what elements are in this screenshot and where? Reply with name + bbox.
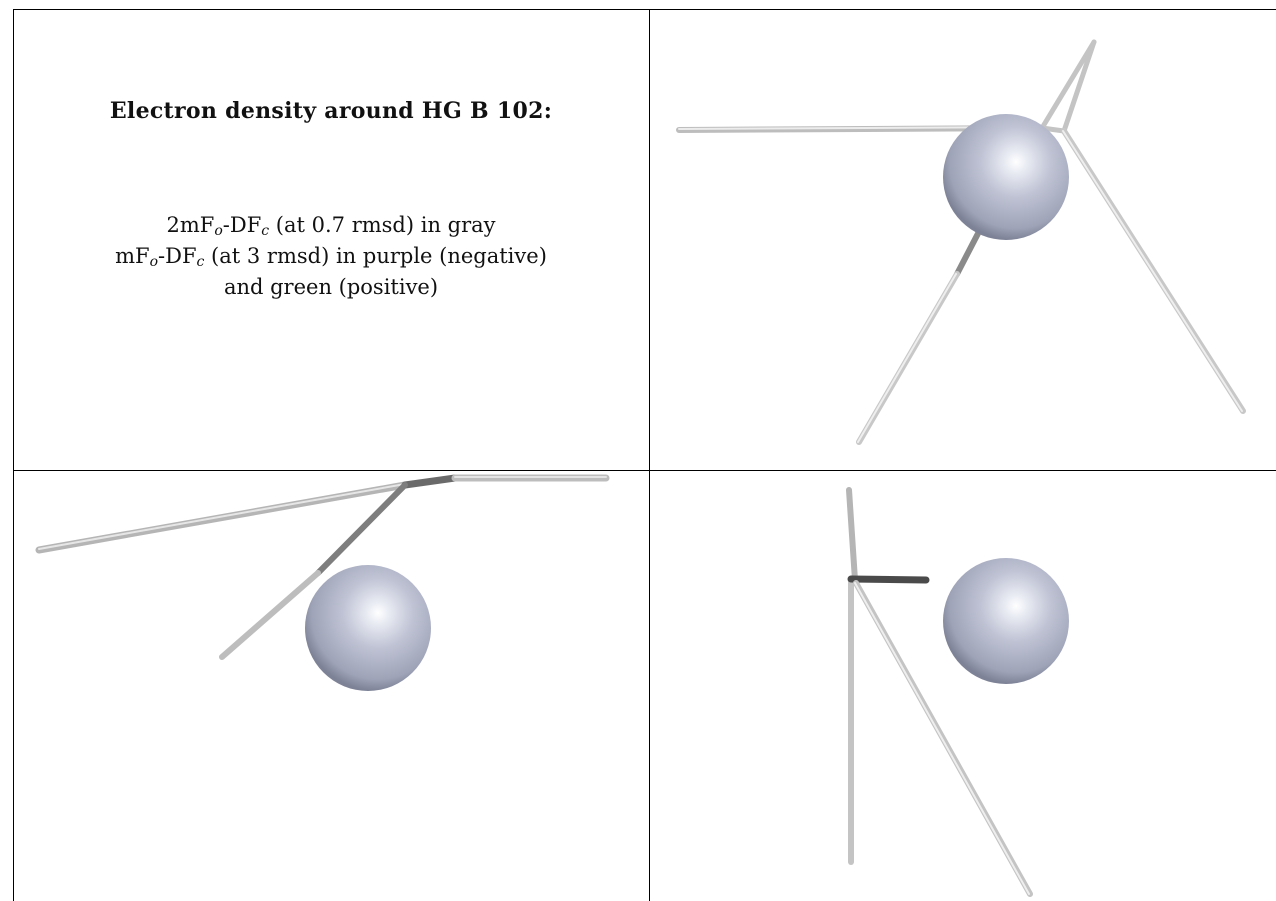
caption-line-mfo-pre: mF bbox=[115, 244, 150, 268]
caption-title: Electron density around HG B 102: bbox=[109, 98, 553, 124]
caption-legend: 2mFo-DFc (at 0.7 rmsd) in gray mFo-DFc (… bbox=[13, 210, 649, 303]
bond-diagonal-long-highlight bbox=[854, 582, 1030, 895]
bond-sticks bbox=[35, 474, 610, 660]
bond-sticks bbox=[846, 487, 1033, 897]
caption-line-mfo-sub-c: c bbox=[196, 254, 205, 270]
table-borders bbox=[13, 9, 1276, 901]
hg-atom-sphere bbox=[943, 114, 1069, 240]
bond-top-dark bbox=[401, 474, 459, 489]
caption-line-2mfo-sub-o: o bbox=[214, 223, 223, 239]
bond-lower-left-highlight bbox=[857, 273, 957, 443]
caption-line-mfo-post: (at 3 rmsd) in purple (negative) bbox=[204, 244, 547, 268]
bond-sticks bbox=[676, 39, 1246, 445]
hg-atom-sphere bbox=[943, 558, 1069, 684]
caption-line-mfo: mFo-DFc (at 3 rmsd) in purple (negative) bbox=[13, 241, 649, 272]
caption-line-2mfo-sub-c: c bbox=[261, 223, 270, 239]
view-bottom-left bbox=[35, 474, 610, 691]
bond-right-long-highlight bbox=[1062, 130, 1243, 412]
caption-cell: Electron density around HG B 102: 2mFo-D… bbox=[13, 10, 649, 470]
bond-upper-a bbox=[1039, 39, 1097, 131]
caption-line-2mfo-post: (at 0.7 rmsd) in gray bbox=[269, 213, 496, 237]
caption-line-mfo-sub-o: o bbox=[149, 254, 159, 270]
caption-line-green: and green (positive) bbox=[223, 275, 439, 299]
bond-diagonal bbox=[219, 570, 321, 660]
hg-atom-sphere bbox=[305, 565, 431, 691]
view-bottom-right bbox=[846, 487, 1069, 897]
bond-left-long-highlight bbox=[38, 483, 406, 550]
view-top-right bbox=[676, 39, 1246, 445]
caption-line-2mfo: 2mFo-DFc (at 0.7 rmsd) in gray bbox=[13, 210, 649, 241]
bond-short-dark bbox=[847, 575, 930, 584]
caption-line-2mfo-pre: 2mF bbox=[166, 213, 215, 237]
caption-line-mfo-mid: -DF bbox=[158, 244, 197, 268]
bond-diagonal-dark bbox=[315, 482, 408, 576]
caption-line-2mfo-mid: -DF bbox=[222, 213, 262, 237]
bond-upper-b bbox=[1061, 39, 1097, 134]
bond-vertical-top bbox=[846, 487, 858, 583]
